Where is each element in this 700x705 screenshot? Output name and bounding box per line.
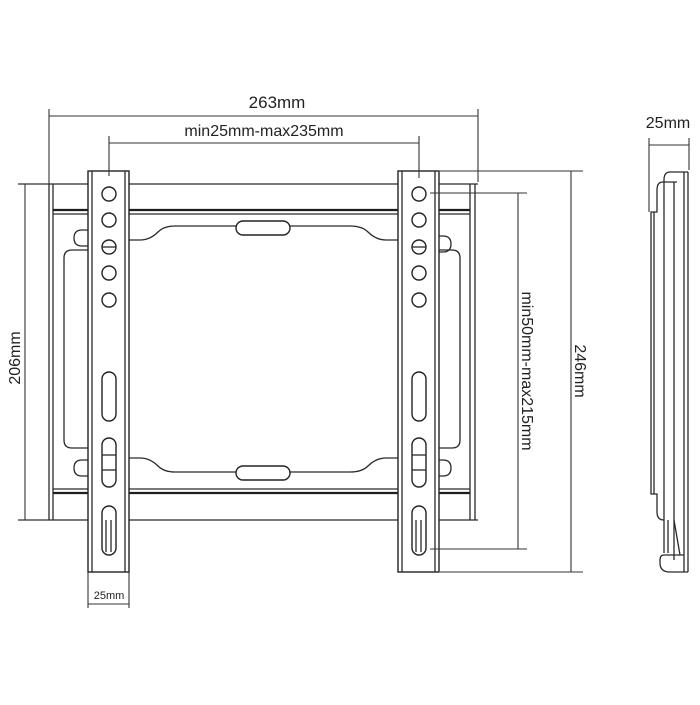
dimension-arm-width: 25mm	[87, 572, 130, 608]
dimension-vesa-horizontal: min25mm-max235mm	[108, 123, 420, 178]
dimension-frame-height: 206mm	[7, 183, 49, 521]
dimension-depth: 25mm	[646, 115, 690, 212]
arm-slot	[411, 505, 427, 556]
label-overall-height: 246mm	[571, 344, 588, 397]
arm-hole	[101, 292, 117, 308]
label-vesa-vertical: min50mm-max215mm	[518, 291, 535, 450]
wall-plate-slot-bottom	[235, 465, 291, 481]
dimension-overall-height: 246mm	[440, 170, 588, 573]
arm-hole	[101, 212, 117, 228]
label-frame-height: 206mm	[7, 331, 24, 384]
arm-hole	[411, 212, 427, 228]
left-mounting-arm	[87, 170, 130, 573]
arm-slot	[411, 437, 427, 488]
front-view: 263mm min25mm-max235mm 206mm 25mm	[7, 93, 588, 608]
label-vesa-horizontal: min25mm-max235mm	[184, 123, 343, 140]
arm-hole	[411, 292, 427, 308]
dimension-vesa-vertical: min50mm-max215mm	[430, 192, 535, 550]
side-view: 25mm	[646, 115, 690, 573]
arm-hole	[411, 186, 427, 202]
arm-slot	[101, 371, 117, 422]
arm-slot	[101, 437, 117, 488]
dimension-overall-width: 263mm	[48, 93, 479, 184]
wall-plate-slot-top	[235, 220, 291, 236]
arm-slot	[411, 371, 427, 422]
label-arm-width: 25mm	[94, 590, 125, 602]
arm-slot	[101, 505, 117, 556]
arm-hole	[101, 265, 117, 281]
label-depth: 25mm	[646, 115, 690, 132]
arm-hole	[101, 186, 117, 202]
arm-hole	[411, 265, 427, 281]
right-mounting-arm	[397, 170, 440, 573]
label-overall-width: 263mm	[249, 93, 306, 112]
